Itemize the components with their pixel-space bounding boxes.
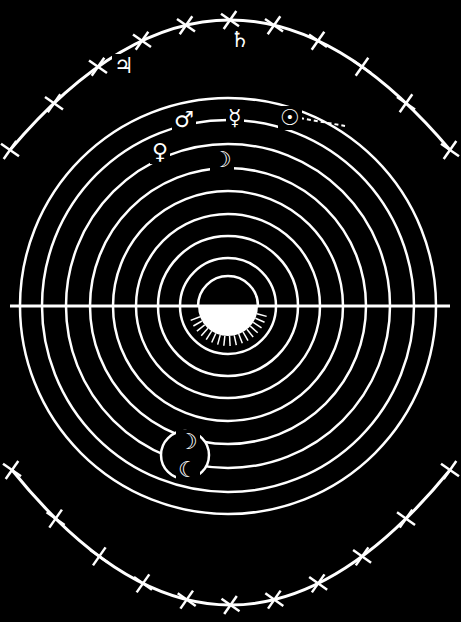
earth-ray	[201, 328, 208, 335]
star-mark	[48, 94, 61, 112]
star-arc	[12, 470, 450, 605]
star-mark	[268, 16, 281, 34]
earth-ray	[218, 335, 221, 345]
earth-ray	[229, 336, 231, 346]
earth-outline	[198, 276, 258, 306]
planet-symbol: ♄	[228, 28, 252, 52]
earth-ray	[255, 318, 264, 322]
earth-ray	[250, 326, 257, 333]
star-mark	[400, 94, 413, 112]
star-mark	[444, 141, 457, 159]
star-mark	[92, 58, 105, 76]
star-mark	[400, 510, 413, 528]
star-mark	[312, 574, 325, 592]
star-mark	[444, 461, 457, 479]
earth-ray	[197, 325, 205, 331]
star-mark	[268, 591, 281, 609]
star-mark	[224, 596, 237, 614]
earth-ray	[234, 335, 236, 345]
earth-ray	[257, 314, 267, 317]
star-mark	[49, 510, 62, 528]
earth-ray	[191, 317, 200, 321]
earth-ray	[224, 336, 225, 346]
star-mark	[93, 547, 106, 565]
star-arc	[10, 20, 450, 150]
star-mark	[180, 591, 193, 609]
star-mark	[136, 32, 149, 50]
star-mark	[6, 461, 19, 479]
earth-ray	[247, 329, 253, 337]
earth-ray	[253, 322, 261, 327]
earth-ray	[206, 331, 211, 339]
earth-ray	[239, 334, 243, 343]
star-mark	[356, 547, 369, 565]
star-mark	[180, 16, 193, 34]
star-mark	[356, 58, 369, 76]
sun-trail	[300, 118, 345, 126]
star-mark	[312, 32, 325, 50]
earth-ray	[193, 321, 202, 326]
planet-symbol: ♃	[112, 54, 136, 78]
planet-symbol: ☉	[278, 106, 302, 130]
planet-symbol: ☽	[210, 148, 234, 172]
planet-symbol: ☿	[226, 106, 244, 130]
star-mark	[137, 574, 150, 592]
star-mark	[4, 141, 17, 159]
earth-ray	[212, 333, 216, 342]
earth-rays	[191, 314, 267, 346]
planet-symbol: ♂	[172, 108, 196, 132]
fixed-stars	[1, 11, 459, 614]
planet-symbol: ☽	[176, 430, 200, 454]
planet-symbol: ☾	[176, 458, 200, 482]
planet-symbol: ♀	[150, 140, 170, 164]
star-mark	[224, 11, 237, 29]
earth-ray	[243, 332, 248, 341]
